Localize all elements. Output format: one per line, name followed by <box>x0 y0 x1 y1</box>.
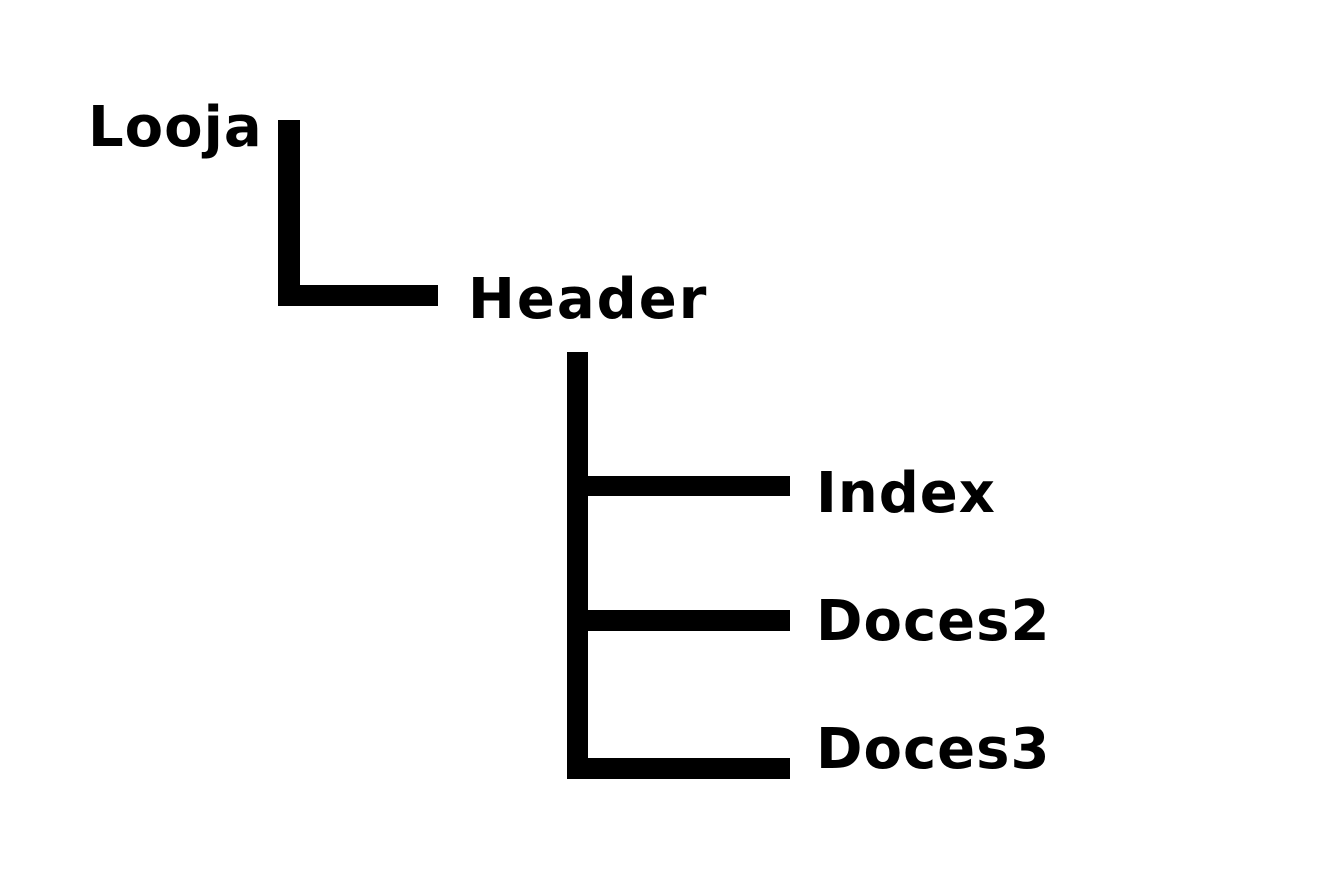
node-label-index: Index <box>816 461 996 526</box>
node-label-doces3: Doces3 <box>816 717 1051 782</box>
connector-root-to-header <box>278 285 438 306</box>
connector-root-vertical <box>278 120 300 306</box>
node-label-root: Looja <box>88 95 263 160</box>
node-label-header: Header <box>468 267 709 332</box>
connector-header-to-index <box>567 476 790 496</box>
connector-header-to-doces2 <box>567 610 790 631</box>
node-label-doces2: Doces2 <box>816 589 1051 654</box>
connector-header-to-doces3 <box>567 758 790 779</box>
connector-header-vertical <box>567 352 588 779</box>
